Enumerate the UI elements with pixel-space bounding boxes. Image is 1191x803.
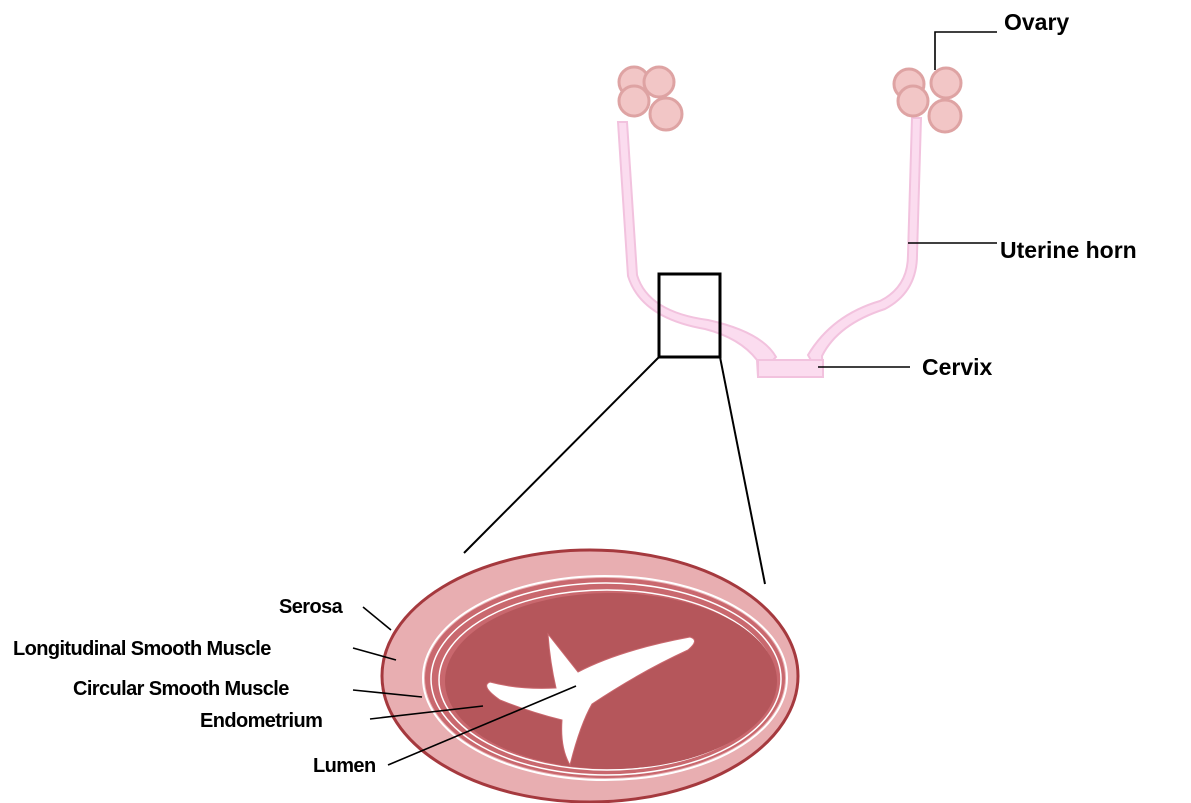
endometrium-label: Endometrium [200, 711, 322, 731]
uterus [618, 118, 921, 377]
cervix-label: Cervix [922, 356, 992, 379]
zoom-line-right [720, 357, 765, 584]
uterine-horn-label: Uterine horn [1000, 239, 1137, 262]
uterine-horn-tube [618, 118, 921, 377]
left-ovary [619, 67, 682, 130]
right-ovary [894, 68, 961, 132]
zoom-line-left [464, 357, 659, 553]
serosa-label: Serosa [279, 597, 342, 617]
cervix [758, 360, 823, 377]
cross-section [382, 550, 798, 802]
lumen-label: Lumen [313, 756, 376, 776]
ovary-label: Ovary [1004, 11, 1069, 34]
longitudinal-smooth-muscle-label: Longitudinal Smooth Muscle [13, 639, 271, 659]
circular-smooth-muscle-label: Circular Smooth Muscle [73, 679, 289, 699]
